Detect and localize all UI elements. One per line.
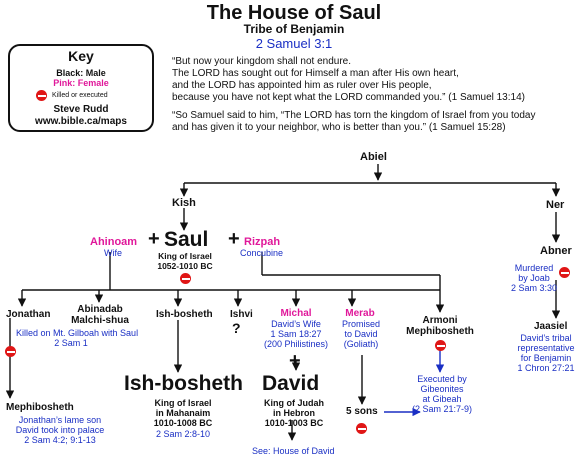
killed-icon [36,90,47,101]
person-armoni: Armoni [422,315,458,326]
david-line-1: King of Judah [264,398,324,408]
legend-key: Key Black: Male Pink: Female Killed or e… [8,44,154,132]
abner-note: Murdered by Joab 2 Sam 3:30 [504,263,564,293]
david-see-link[interactable]: See: House of David [252,446,335,456]
david-info: King of Judah in Hebron 1010-1003 BC [246,398,342,428]
david-line-3: 1010-1003 BC [264,418,324,428]
ishb-line-1: King of Israel [154,398,212,408]
person-abiel: Abiel [360,151,387,163]
ishbosheth-ref: 2 Sam 2:8-10 [155,429,211,439]
mephibosheth-note: Jonathan’s lame son David took into pala… [4,415,116,445]
jonathan-note: Killed on Mt. Gilboah with Saul 2 Sam 1 [16,328,138,348]
sons-killed-icon [356,423,367,434]
jonathan-killed-icon [5,346,16,357]
merab-note-1: Promised [341,319,380,329]
person-merab: Merab [345,308,375,319]
executed-note-2: Gibeonites [420,384,464,394]
ishbosheth-info: King of Israel in Mahanaim 1010-1008 BC [130,398,236,428]
person-kish: Kish [172,197,196,209]
abner-note-1: Murdered [514,263,554,273]
executed-note: Executed by Gibeonites at Gibeah (2 Sam … [402,374,482,414]
person-mephibosheth-r: Mephibosheth [406,326,474,337]
quote-2: “So Samuel said to him, “The LORD has to… [172,110,536,134]
plus-ahinoam-saul: + [148,228,160,250]
meph-note-3: 2 Sam 4:2; 9:1-13 [24,435,96,445]
executed-note-3: at Gibeah [422,394,462,404]
ishvi-unknown: ? [232,320,241,336]
person-ishbosheth-small: Ish-bosheth [156,309,213,320]
saul-title: King of Israel [158,251,212,261]
meph-note-2: David took into palace [15,425,105,435]
executed-note-4: (2 Sam 21:7-9) [411,404,473,414]
quote-2-line-2: and has given it to your neighbor, who i… [172,122,506,133]
person-david: David [262,372,320,395]
person-ahinoam: Ahinoam [90,236,138,248]
person-jonathan: Jonathan [6,309,51,320]
person-abinadab: Abinadab [77,304,123,315]
person-saul: Saul [164,228,209,251]
rizpah-role: Concubine [240,248,284,258]
michal-note-2: 1 Sam 18:27 [270,329,322,339]
jaasiel-note: David’s tribal representative for Benjam… [506,333,586,373]
quote-1: “But now your kingdom shall not endure. … [172,56,525,104]
key-url: www.bible.ca/maps [35,116,127,127]
person-five-sons: 5 sons [346,406,378,417]
ishb-line-2: in Mahanaim [155,408,211,418]
michal-note-3: (200 Philistines) [263,339,329,349]
quote-1-line-1: “But now your kingdom shall not endure. [172,56,351,67]
meph-note-1: Jonathan’s lame son [18,415,102,425]
merab-note-2: to David [344,329,378,339]
person-malchishua: Malchi-shua [71,315,129,326]
person-jaasiel: Jaasiel [534,321,568,332]
merab-note-3: (Goliath) [343,339,379,349]
merab-note: Promised to David (Goliath) [330,319,392,349]
armoni-killed-icon [435,340,446,351]
abner-note-3: 2 Sam 3:30 [510,283,558,293]
person-rizpah: Rizpah [244,236,281,248]
abner-killed-icon [559,267,570,278]
person-abner: Abner [540,245,572,257]
plus-michal-david: + [289,350,301,372]
quote-1-line-3: and the LORD has appointed him as ruler … [172,80,432,91]
michal-note: David’s Wife 1 Sam 18:27 (200 Philistine… [256,319,336,349]
jaasiel-note-3: for Benjamin [520,353,572,363]
david-line-2: in Hebron [273,408,315,418]
person-ishbosheth-big: Ish-bosheth [124,372,243,395]
saul-killed-icon [180,273,191,284]
key-killed: Killed or executed [52,92,108,99]
person-michal: Michal [280,308,312,319]
person-mephibosheth-l: Mephibosheth [6,402,74,413]
ishb-line-3: 1010-1008 BC [153,418,213,428]
saul-reign: 1052-1010 BC [157,261,213,271]
plus-saul-rizpah: + [228,228,240,250]
quote-2-line-1: “So Samuel said to him, “The LORD has to… [172,110,536,121]
michal-note-1: David’s Wife [271,319,321,329]
jonathan-note-1: Killed on Mt. Gilboah with Saul [16,328,139,338]
key-female: Pink: Female [53,78,109,88]
executed-note-1: Executed by [417,374,467,384]
jaasiel-note-4: 1 Chron 27:21 [517,363,575,373]
page-subtitle: Tribe of Benjamin [243,22,345,36]
key-author: Steve Rudd [53,104,109,115]
jonathan-note-2: 2 Sam 1 [54,338,88,348]
quote-1-line-4: because you have not kept what the LORD … [172,92,525,103]
jaasiel-note-2: representative [517,343,575,353]
ahinoam-role: Wife [104,248,122,258]
key-title: Key [68,48,94,64]
abner-note-2: by Joab [518,273,550,283]
scripture-reference: 2 Samuel 3:1 [255,36,333,51]
person-ishvi: Ishvi [230,309,253,320]
person-ner: Ner [546,199,565,211]
page-title: The House of Saul [206,2,382,24]
quote-1-line-2: The LORD has sought out for Himself a ma… [172,68,459,79]
key-male: Black: Male [56,68,106,78]
jaasiel-note-1: David’s tribal [520,333,572,343]
